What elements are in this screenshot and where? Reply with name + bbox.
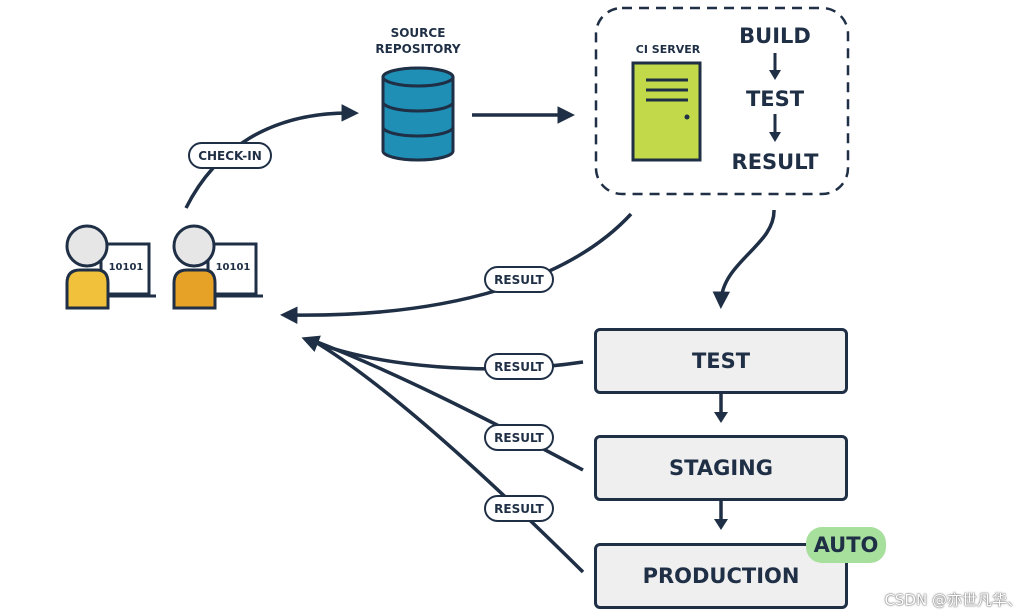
developer-code-label: 10101 [215, 262, 251, 273]
ci-step-arrows [769, 53, 781, 142]
ci-step-test: TEST [745, 87, 805, 111]
pipeline-arrows [714, 394, 728, 530]
production-result-pill: RESULT [484, 495, 554, 522]
watermark: CSDN @亦世凡华、 [884, 591, 1022, 609]
developer-icon [65, 224, 156, 310]
stage-production: PRODUCTION [594, 543, 848, 609]
developer-code-label: 10101 [108, 262, 144, 273]
ci-result-pill: RESULT [484, 266, 554, 293]
ci-step-build: BUILD [739, 24, 811, 48]
ci-server-frame [594, 6, 850, 196]
stage-test: TEST [594, 328, 848, 394]
source-repository-label: SOURCE REPOSITORY [375, 26, 461, 56]
stage-staging: STAGING [594, 435, 848, 501]
server-icon [631, 61, 702, 162]
ci-step-result: RESULT [731, 150, 819, 174]
production-result-line [311, 338, 585, 574]
test-result-pill: RESULT [484, 353, 554, 380]
developer-icon [172, 224, 263, 310]
ci-result-arrow [280, 212, 633, 324]
ci-to-pipeline-arrow [712, 209, 776, 309]
check-in-pill: CHECK-IN [188, 142, 272, 169]
ci-server-label: CI SERVER [635, 43, 701, 56]
database-icon [381, 66, 455, 162]
auto-badge: AUTO [806, 527, 886, 563]
staging-result-pill: RESULT [484, 424, 554, 451]
check-in-arrow [184, 104, 359, 209]
